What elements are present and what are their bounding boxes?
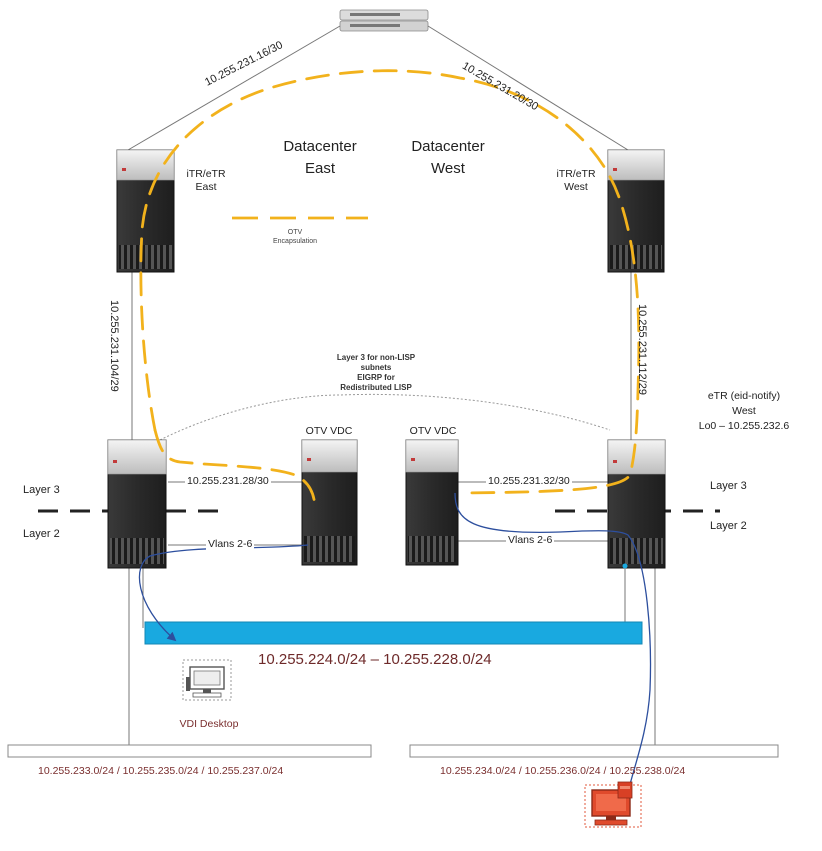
otv-encapsulation-path: [139, 69, 641, 512]
itr-east-label: iTR/eTR East: [180, 168, 232, 194]
datacenter-east-line1: Datacenter: [283, 138, 357, 155]
otv-legend-line2: Encapsulation: [273, 238, 317, 245]
link-label-vlans-left: Vlans 2-6: [206, 538, 255, 551]
lan-bar-right: [409, 744, 779, 758]
itr-east-line1: iTR/eTR: [186, 168, 226, 180]
eigrp-note-line4: Redistributed LISP: [340, 383, 412, 392]
link-label-mid-right: 10.255.231.32/30: [486, 475, 572, 488]
eigrp-note: Layer 3 for non-LISP subnets EIGRP for R…: [316, 353, 436, 393]
flow-line: [138, 492, 652, 812]
itr-east-line2: East: [195, 181, 217, 193]
otv-legend-line1: OTV: [287, 229, 303, 236]
itr-west-label: iTR/eTR West: [548, 168, 604, 194]
etr-west-label: eTR (eid-notify) West Lo0 – 10.255.232.6: [684, 389, 804, 434]
link-label-vlans-right: Vlans 2-6: [506, 534, 555, 547]
layer3-right-label: Layer 3: [710, 480, 747, 492]
datacenter-east-title: Datacenter East: [270, 136, 370, 180]
etr-west-line3: Lo0 – 10.255.232.6: [698, 420, 790, 432]
datacenter-west-title: Datacenter West: [398, 136, 498, 180]
router-east-edge: [107, 439, 167, 569]
eigrp-note-line1: Layer 3 for non-LISP: [336, 353, 416, 362]
layer2-left-label: Layer 2: [23, 528, 60, 540]
router-itr-west: [607, 149, 665, 273]
lan-left-label: 10.255.233.0/24 / 10.255.235.0/24 / 10.2…: [38, 765, 284, 777]
stretched-subnet-bus: [144, 621, 643, 645]
link-core-east: [127, 25, 341, 151]
link-core-west: [427, 25, 629, 151]
etr-west-line2: West: [732, 405, 756, 417]
eigrp-note-line2: subnets: [360, 363, 392, 372]
core-switch: [339, 9, 429, 32]
router-etr-west: [607, 439, 666, 569]
datacenter-west-line2: West: [431, 160, 465, 177]
layer3-left-label: Layer 3: [23, 484, 60, 496]
datacenter-west-line1: Datacenter: [411, 138, 485, 155]
otv-legend-label: OTV Encapsulation: [255, 228, 335, 246]
router-otv-right: [405, 439, 459, 566]
eigrp-note-line3: EIGRP for: [357, 373, 395, 382]
itr-west-line1: iTR/eTR: [556, 168, 596, 180]
lan-bar-left: [7, 744, 372, 758]
layer2-right-label: Layer 2: [710, 520, 747, 532]
otv-right-label: OTV VDC: [409, 425, 457, 437]
router-otv-left: [301, 439, 358, 566]
eigrp-arc: [159, 393, 611, 441]
link-label-mid-left: 10.255.231.28/30: [185, 475, 271, 488]
stretched-subnet-label: 10.255.224.0/24 – 10.255.228.0/24: [258, 651, 492, 668]
itr-west-line2: West: [564, 181, 588, 193]
remote-desktop-icon: [584, 781, 642, 828]
otv-left-label: OTV VDC: [305, 425, 353, 437]
link-label-left-vertical: 10.255.231.104/29: [108, 300, 120, 392]
datacenter-east-line2: East: [304, 160, 335, 177]
vdi-desktop-icon: [182, 659, 232, 701]
port-indicator: [622, 563, 628, 569]
link-label-right-vertical: 10.255.231.112/29: [636, 304, 648, 395]
etr-west-line1: eTR (eid-notify): [707, 390, 781, 402]
vdi-desktop-label: VDI Desktop: [179, 718, 239, 730]
lan-right-label: 10.255.234.0/24 / 10.255.236.0/24 / 10.2…: [440, 765, 686, 777]
